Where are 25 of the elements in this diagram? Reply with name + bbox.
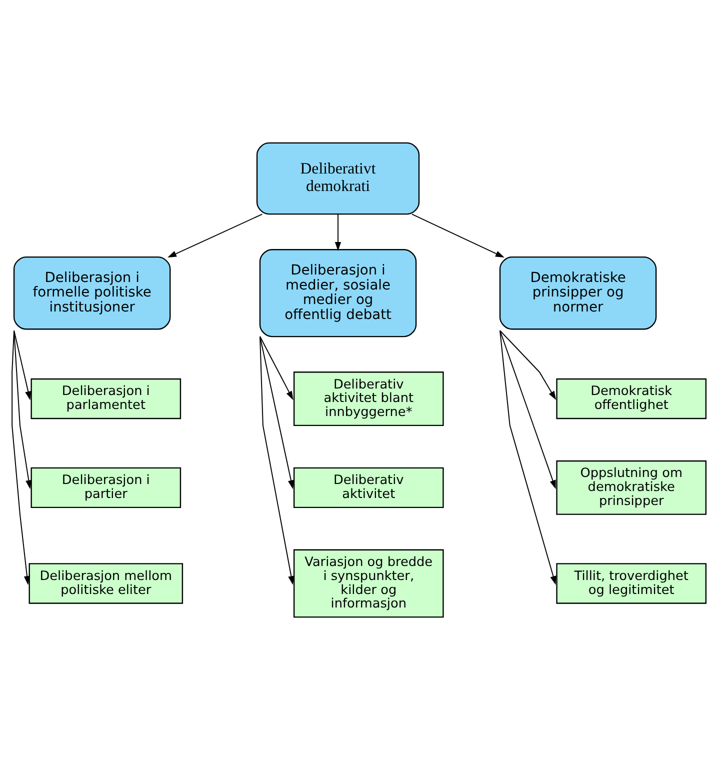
arrow <box>500 330 556 585</box>
node-box: Oppslutning om demokratiske prinsipper <box>556 460 707 515</box>
node-box: Deliberativ aktivitet blant innbyggerne* <box>293 372 444 426</box>
arrow <box>14 330 32 400</box>
node-box: Variasjon og bredde i synspunkter, kilder og informasjon <box>293 549 444 618</box>
arrow <box>14 330 32 490</box>
arrow <box>334 214 342 251</box>
node-box: Deliberativ aktivitet <box>293 467 444 508</box>
node-box: Deliberasjon i medier, sosiale medier og offentlig debatt <box>259 249 417 338</box>
node-box: Deliberativt demokrati <box>256 142 420 215</box>
node-box: Deliberasjon i parlamentet <box>30 378 182 420</box>
node-box: Demokratisk offentlighet <box>556 378 707 420</box>
node-box: Deliberasjon i formelle politiske institusjoner <box>13 256 171 330</box>
node-box: Tillit, troverdighet og legitimitet <box>556 563 707 604</box>
arrow <box>500 330 556 400</box>
arrow <box>12 330 30 585</box>
arrow <box>411 214 504 258</box>
arrow <box>168 214 263 258</box>
arrow <box>260 336 294 490</box>
arrow <box>260 336 294 400</box>
node-box: Deliberasjon mellom politiske eliter <box>28 563 184 604</box>
node-box: Deliberasjon i partier <box>30 467 182 508</box>
arrow <box>260 336 294 585</box>
node-box: Demokratiske prinsipper og normer <box>499 256 657 330</box>
arrow <box>500 330 556 490</box>
